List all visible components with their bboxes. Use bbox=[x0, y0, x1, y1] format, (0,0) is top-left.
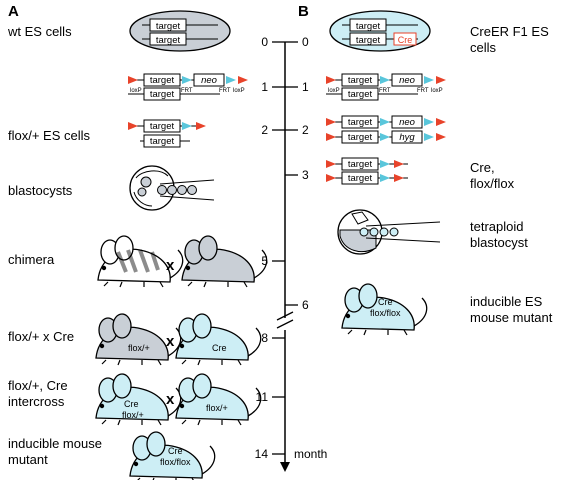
label-inducible-es-line2: mouse mutant bbox=[470, 310, 553, 325]
tick-right-2: 2 bbox=[302, 123, 309, 137]
tick-right-3: 3 bbox=[302, 168, 309, 182]
label-creer-line1: CreER F1 ES bbox=[470, 24, 549, 39]
timeline: 0 1 2 5 8 11 14 0 1 2 3 6 month bbox=[255, 35, 327, 472]
label-flox-x-cre: flox/+ x Cre bbox=[8, 329, 74, 344]
mouse-flox-plus-label: flox/+ bbox=[206, 403, 228, 413]
flox-allele-a: target target bbox=[128, 119, 206, 148]
axis-break-mark bbox=[276, 319, 294, 329]
axis-break-mark bbox=[276, 311, 294, 321]
cross-symbol: x bbox=[166, 257, 175, 274]
tick-left-2: 2 bbox=[261, 123, 268, 137]
tick-left-1: 1 bbox=[261, 80, 268, 94]
target-label: target bbox=[348, 159, 373, 170]
targeting-construct-a: target neo target loxP FRT FRT loxP bbox=[128, 73, 248, 101]
mouse-flox-flox-label: flox/flox bbox=[160, 457, 191, 467]
loxp-label: loxP bbox=[233, 88, 245, 94]
cross-symbol: x bbox=[166, 391, 175, 408]
tick-left-8: 8 bbox=[261, 331, 268, 345]
label-cre-line1: Cre, bbox=[470, 160, 495, 175]
tick-right-0: 0 bbox=[302, 35, 309, 49]
mouse-cre-label: Cre bbox=[378, 297, 393, 307]
wt-es-cell: target target bbox=[129, 10, 231, 52]
target-label: target bbox=[150, 89, 175, 100]
mouse-cre-label: Cre bbox=[168, 446, 183, 456]
label-inducible-line1: inducible mouse bbox=[8, 436, 102, 451]
frt-label: FRT bbox=[181, 88, 193, 94]
target-label: target bbox=[348, 75, 373, 86]
tick-left-14: 14 bbox=[255, 447, 269, 461]
tick-right-1: 1 bbox=[302, 80, 309, 94]
tick-left-0: 0 bbox=[261, 35, 268, 49]
target-label: target bbox=[150, 75, 175, 86]
hyg-label: hyg bbox=[399, 132, 415, 143]
label-chimera: chimera bbox=[8, 252, 55, 267]
cross-symbol: x bbox=[166, 333, 175, 350]
tick-right-6: 6 bbox=[302, 298, 309, 312]
neo-label: neo bbox=[399, 75, 415, 86]
timeline-unit-label: month bbox=[294, 447, 327, 461]
mouse-cre-label: Cre bbox=[124, 399, 139, 409]
neo-label: neo bbox=[399, 117, 415, 128]
frt-label: FRT bbox=[379, 88, 391, 94]
inducible-mouse bbox=[129, 431, 216, 480]
loxp-label: loxP bbox=[130, 88, 142, 94]
frt-label: FRT bbox=[219, 88, 231, 94]
mouse-flox-flox-label: flox/flox bbox=[370, 308, 401, 318]
tick-left-5: 5 bbox=[261, 254, 268, 268]
label-tetraploid-line2: blastocyst bbox=[470, 235, 528, 250]
label-wt-es-cells: wt ES cells bbox=[7, 24, 72, 39]
flox-flox-allele-b: target target bbox=[326, 157, 408, 185]
tick-left-11: 11 bbox=[256, 390, 269, 404]
cre-mouse bbox=[175, 313, 262, 366]
panel-b-label: B bbox=[298, 3, 309, 20]
target-label: target bbox=[156, 21, 181, 32]
target-label: target bbox=[348, 173, 373, 184]
tetraploid-blastocyst-injection bbox=[337, 209, 441, 255]
target-label: target bbox=[348, 117, 373, 128]
panel-a-label: A bbox=[8, 3, 19, 20]
loxp-label: loxP bbox=[431, 88, 443, 94]
mouse-cre-label: Cre bbox=[212, 343, 227, 353]
blastocyst-injection bbox=[129, 165, 215, 211]
label-intercross-line2: intercross bbox=[8, 394, 65, 409]
label-cre-line2: flox/flox bbox=[470, 176, 515, 191]
creer-es-cell: target target Cre bbox=[329, 10, 431, 52]
target-label: target bbox=[348, 132, 373, 143]
label-creer-line2: cells bbox=[470, 40, 497, 55]
gray-mouse bbox=[181, 235, 268, 288]
target-label: target bbox=[150, 136, 175, 147]
target-label: target bbox=[348, 89, 373, 100]
target-label: target bbox=[150, 121, 175, 132]
mouse-flox-plus-label: flox/+ bbox=[122, 410, 144, 420]
label-blastocysts: blastocysts bbox=[8, 183, 73, 198]
label-intercross-line1: flox/+, Cre bbox=[8, 378, 68, 393]
frt-label: FRT bbox=[417, 88, 429, 94]
label-tetraploid-line1: tetraploid bbox=[470, 219, 523, 234]
loxp-label: loxP bbox=[328, 88, 340, 94]
double-targeted-allele-b: target neo target hyg bbox=[326, 115, 446, 144]
flox-plus-mouse-2 bbox=[175, 373, 262, 426]
mouse-flox-plus-label: flox/+ bbox=[128, 343, 150, 353]
neo-label: neo bbox=[201, 75, 217, 86]
target-label: target bbox=[356, 21, 381, 32]
target-label: target bbox=[356, 35, 381, 46]
targeting-construct-b: target neo target loxP FRT FRT loxP bbox=[326, 73, 446, 101]
label-flox-es-cells: flox/+ ES cells bbox=[8, 128, 91, 143]
timeline-arrow-icon bbox=[280, 462, 290, 472]
label-inducible-es-line1: inducible ES bbox=[470, 294, 543, 309]
target-label: target bbox=[156, 35, 181, 46]
cre-label: Cre bbox=[398, 35, 413, 45]
label-inducible-line2: mutant bbox=[8, 452, 48, 467]
chimera-mouse bbox=[97, 235, 184, 288]
